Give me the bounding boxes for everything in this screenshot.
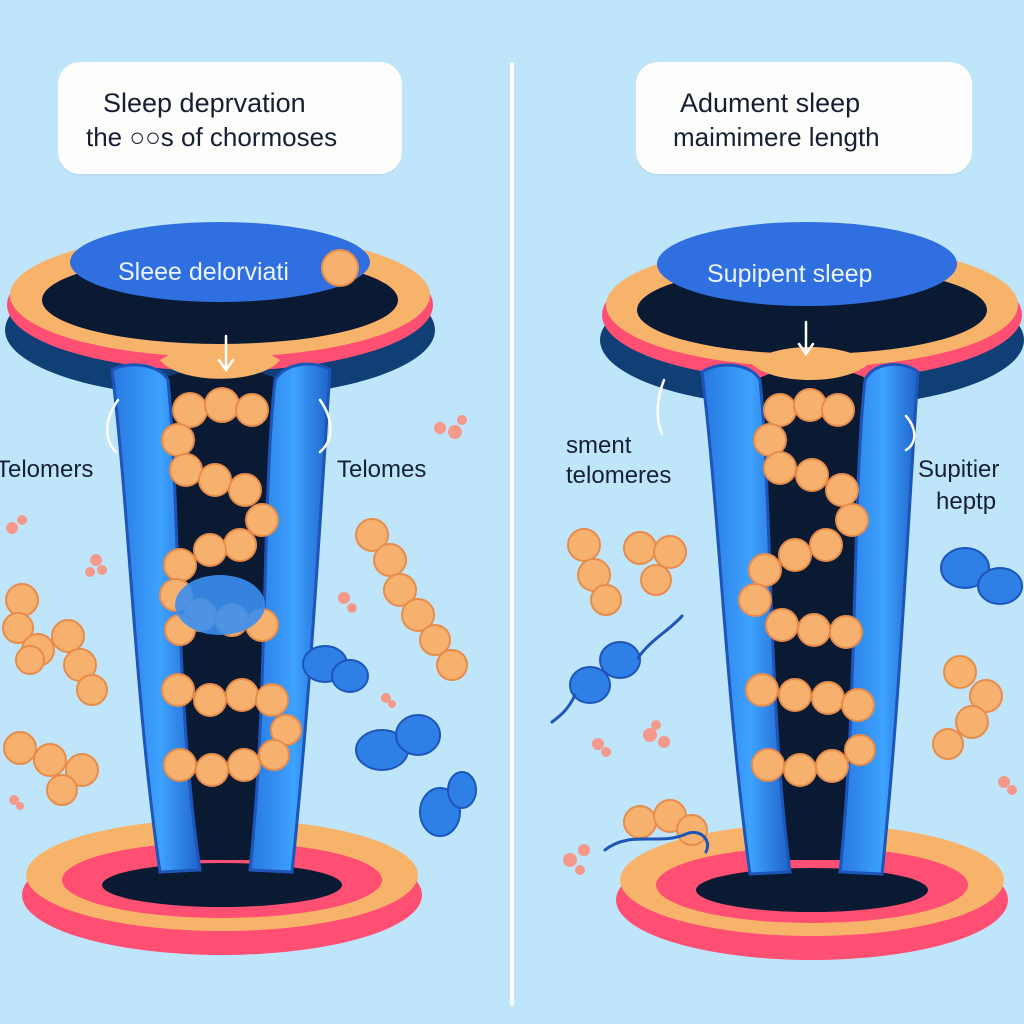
left-blue-blob [175, 575, 265, 635]
right-down-arrow-icon [797, 320, 815, 357]
left-title-box [58, 62, 402, 174]
left-pill-label: Sleee delorviati [118, 258, 289, 286]
left-curved-arrow-icon [106, 398, 120, 454]
left-label-telomers: Telomers [0, 456, 94, 483]
right-curved-arrow-icon [656, 378, 666, 436]
left-label-telomes: Telomes [337, 456, 427, 483]
right-pill-label: Supipent sleep [707, 260, 873, 288]
right-label-telomeres: telomeres [566, 462, 672, 489]
right-label-supitier: Supitier [918, 456, 1000, 483]
right-title-line-2: maimimere length [673, 122, 880, 152]
right-label-sment: sment [566, 432, 632, 459]
right-floating-particles [550, 528, 1023, 875]
right-title-box [636, 62, 972, 174]
left-curved-arrow-2-icon [318, 398, 332, 454]
left-chromosome-arm-1 [110, 363, 202, 874]
right-label-heptp: heptp [936, 488, 997, 515]
left-floating-particles [2, 415, 477, 837]
left-top-pill [70, 222, 370, 302]
right-chromosome-neck [750, 347, 870, 380]
right-bead-helix [738, 388, 876, 787]
right-bottom-ring-hole [696, 868, 928, 912]
left-title-line-1: Sleep deprvation [103, 88, 306, 118]
right-chromosome-structure [600, 222, 1024, 960]
left-bottom-ring-hole [102, 863, 342, 907]
right-top-pill [657, 222, 957, 306]
right-curved-arrow-2-icon [904, 414, 916, 452]
right-chromosome-arm-1 [700, 363, 792, 876]
left-pill-bead [321, 249, 359, 287]
left-chromosome-structure [5, 222, 435, 955]
right-title-line-1: Adument sleep [680, 88, 861, 118]
left-title-line-2: the ○○s of chormoses [86, 122, 338, 152]
left-down-arrow-icon [217, 334, 235, 373]
